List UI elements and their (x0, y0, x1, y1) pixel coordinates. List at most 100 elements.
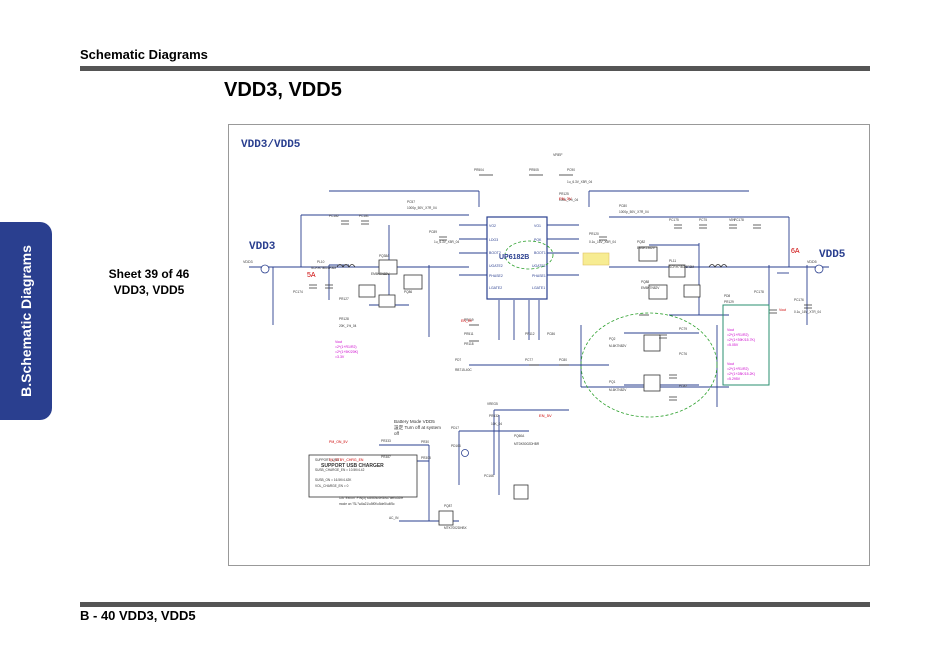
svg-text:PR504: PR504 (474, 168, 484, 172)
svg-text:20K_1%_04: 20K_1%_04 (339, 324, 357, 328)
svg-text:BOOT2: BOOT2 (489, 251, 501, 255)
svg-text:PC57: PC57 (407, 200, 415, 204)
svg-text:EM6K7N82V: EM6K7N82V (371, 272, 390, 276)
svg-text:PR127: PR127 (339, 297, 349, 301)
svg-text:M-6K7N82V: M-6K7N82V (609, 388, 627, 392)
svg-text:PC79: PC79 (679, 327, 687, 331)
svg-text:PQ38A: PQ38A (379, 254, 390, 258)
vdd5-net-label: VDD5 (807, 260, 817, 264)
section-header-title: Schematic Diagrams (80, 47, 208, 62)
svg-text:VO1: VO1 (534, 224, 541, 228)
battery-note-line3: off (394, 431, 400, 436)
frame-title: VDD3/VDD5 (241, 139, 301, 151)
svg-text:RB715-40C: RB715-40C (455, 368, 472, 372)
chip-label: UP6182B (499, 254, 529, 261)
svg-text:M-6K7N82V: M-6K7N82V (609, 344, 627, 348)
svg-text:PC175: PC175 (669, 218, 679, 222)
svg-text:PQ86: PQ86 (404, 290, 412, 294)
svg-text:PQ88: PQ88 (641, 280, 649, 284)
header-rule (80, 66, 870, 71)
vdd5-label: VDD5 (819, 249, 846, 261)
sheet-name: VDD3, VDD5 (113, 283, 185, 297)
svg-text:PR30: PR30 (421, 440, 429, 444)
svg-text:PQ1: PQ1 (609, 380, 616, 384)
svg-text:Vout: Vout (335, 340, 342, 344)
svg-text:=3.3V: =3.3V (335, 355, 345, 359)
svg-text:EM6K1362V: EM6K1362V (637, 246, 656, 250)
svg-text:PC90: PC90 (567, 168, 575, 172)
svg-text:PC75: PC75 (699, 218, 707, 222)
svg-text:UGATE1: UGATE1 (532, 264, 546, 268)
en-5v-net: EN_5V (539, 413, 552, 418)
svg-text:PL11: PL11 (669, 259, 676, 263)
svg-text:PC80: PC80 (619, 204, 627, 208)
svg-text:VOL_CHARGE_EN = 0: VOL_CHARGE_EN = 0 (315, 484, 349, 488)
svg-text:PR128: PR128 (339, 317, 349, 321)
svg-text:SCRH7IB3-6R8M: SCRH7IB3-6R8M (669, 265, 694, 269)
sheet-info: Sheet 39 of 46 VDD3, VDD5 (84, 266, 214, 298)
sheet-number: Sheet 39 of 46 (108, 267, 190, 281)
svg-text:PQ82: PQ82 (637, 240, 645, 244)
svg-text:LGATE1: LGATE1 (532, 286, 545, 290)
svg-text:PC82: PC82 (679, 384, 687, 388)
current-label-right: 6A (791, 248, 800, 255)
svg-text:PC76: PC76 (679, 352, 687, 356)
svg-text:=2*(1+R1/R2): =2*(1+R1/R2) (335, 345, 357, 349)
vdd3-net-label: VDD3 (243, 260, 253, 264)
svg-text:LDO3: LDO3 (489, 238, 498, 242)
svg-text:LGATE2: LGATE2 (489, 286, 502, 290)
svg-text:PQ60A: PQ60A (514, 434, 525, 438)
svg-text:1u_6.3V_X5R_04: 1u_6.3V_X5R_04 (567, 180, 592, 184)
svg-text:SCRH7IB3-6R8M: SCRH7IB3-6R8M (311, 266, 336, 270)
vref-net-label: VREF (553, 153, 563, 157)
svg-text:=5.05V: =5.05V (727, 343, 739, 347)
svg-text:PC80: PC80 (559, 358, 567, 362)
svg-text:1/A "Ext/on" PIN(3) \u5f85\u4e: 1/A "Ext/on" PIN(3) \u5f85\u4e3b\u7aef\u… (339, 496, 403, 500)
svg-text:MTDK5002DHBR: MTDK5002DHBR (514, 442, 540, 446)
svg-text:=2*(1+39K/15.7K): =2*(1+39K/15.7K) (727, 338, 755, 342)
en-3v-net: EN_3V (559, 196, 572, 201)
vin-net-label: VIN (729, 218, 735, 222)
svg-text:=2*(1+R1/R2): =2*(1+R1/R2) (727, 333, 749, 337)
svg-text:PL10: PL10 (317, 260, 325, 264)
side-tab-label: B.Schematic Diagrams (18, 245, 34, 397)
svg-text:PR308: PR308 (421, 456, 431, 460)
svg-text:PR129: PR129 (724, 300, 734, 304)
svg-text:PC166: PC166 (484, 474, 494, 478)
current-label-left: 5A (307, 272, 316, 279)
svg-text:=2*(1+28K/15.2K): =2*(1+28K/15.2K) (727, 372, 755, 376)
side-tab[interactable]: B.Schematic Diagrams (0, 222, 52, 420)
svg-text:PC174: PC174 (293, 290, 303, 294)
svg-text:Vout: Vout (727, 362, 734, 366)
usb-charger-label: SUPPORT USB CHARGER (321, 463, 384, 469)
svg-text:EM6K7N82V: EM6K7N82V (641, 286, 660, 290)
svg-text:PQ87: PQ87 (444, 504, 452, 508)
svg-text:PC89: PC89 (429, 230, 437, 234)
svg-text:PHASE1: PHASE1 (532, 274, 546, 278)
svg-text:PC178: PC178 (754, 290, 764, 294)
svg-text:PR125: PR125 (559, 192, 569, 196)
svg-text:0.1u_16V_X7R_04: 0.1u_16V_X7R_04 (794, 310, 821, 314)
svg-text:PC182: PC182 (329, 214, 339, 218)
svg-text:UGATE2: UGATE2 (489, 264, 503, 268)
footer-rule (80, 602, 870, 607)
svg-text:PR333: PR333 (381, 439, 391, 443)
svg-text:AC_IN: AC_IN (389, 516, 399, 520)
svg-text:PM_ON_5V: PM_ON_5V (329, 440, 348, 444)
svg-text:PD166: PD166 (451, 444, 461, 448)
svg-text:5V_STBY_CHRG_EN: 5V_STBY_CHRG_EN (329, 458, 364, 462)
svg-text:=2*(1+R1/R2): =2*(1+R1/R2) (727, 367, 749, 371)
svg-text:PC178: PC178 (734, 218, 744, 222)
svg-text:PR118: PR118 (464, 342, 474, 346)
svg-text:MTK7002DHBX: MTK7002DHBX (444, 526, 468, 530)
svg-text:PR119: PR119 (464, 318, 474, 322)
page-title: VDD3, VDD5 (224, 79, 342, 101)
footer-text: B - 40 VDD3, VDD5 (80, 608, 196, 623)
svg-text:PHASE2: PHASE2 (489, 274, 503, 278)
svg-text:VO2: VO2 (489, 224, 496, 228)
svg-text:=2*(1+5K/20K): =2*(1+5K/20K) (335, 350, 358, 354)
svg-text:EN_5V: EN_5V (461, 319, 473, 323)
svg-text:PR532: PR532 (489, 414, 499, 418)
svg-text:0.1u_16V_X5R_04: 0.1u_16V_X5R_04 (589, 240, 616, 244)
